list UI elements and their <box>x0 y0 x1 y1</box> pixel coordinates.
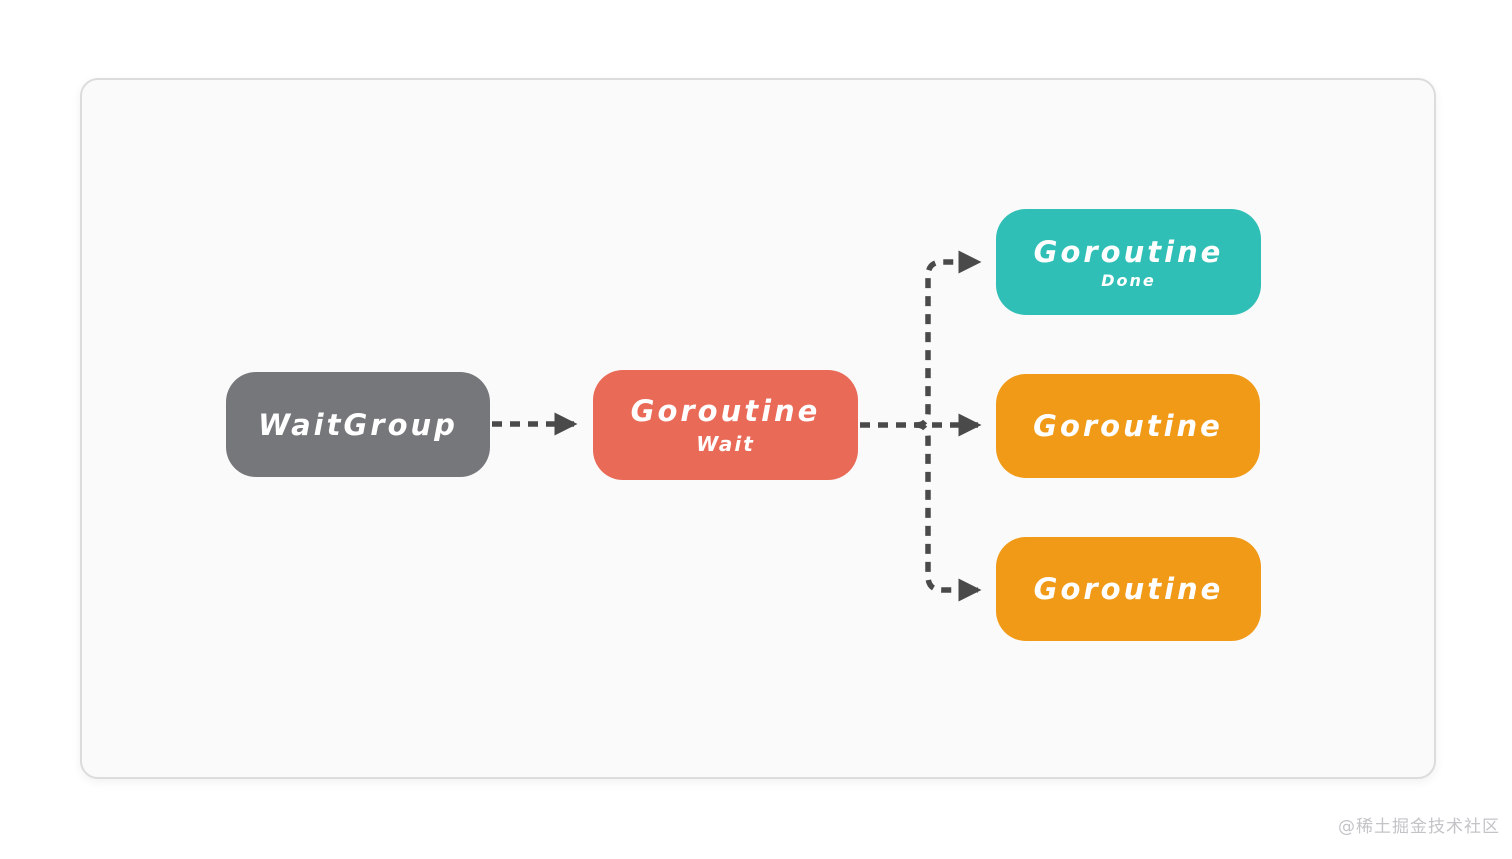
node-goroutine-bottom-label: Goroutine <box>1033 572 1224 606</box>
node-goroutine-middle: Goroutine <box>996 374 1260 478</box>
node-waitgroup-label: WaitGroup <box>258 407 458 442</box>
node-goroutine-wait: Goroutine Wait <box>593 370 858 480</box>
node-goroutine-middle-label: Goroutine <box>1033 409 1223 443</box>
node-goroutine-done-label: Goroutine <box>1033 234 1224 269</box>
node-goroutine-wait-label: Goroutine <box>630 394 821 428</box>
node-goroutine-done-sublabel: Done <box>1101 270 1156 290</box>
node-goroutine-wait-sublabel: Wait <box>696 432 755 456</box>
node-goroutine-bottom: Goroutine <box>996 537 1261 641</box>
node-waitgroup: WaitGroup <box>226 372 490 477</box>
node-goroutine-done: Goroutine Done <box>996 209 1261 315</box>
watermark: @稀土掘金技术社区 <box>1338 817 1500 837</box>
